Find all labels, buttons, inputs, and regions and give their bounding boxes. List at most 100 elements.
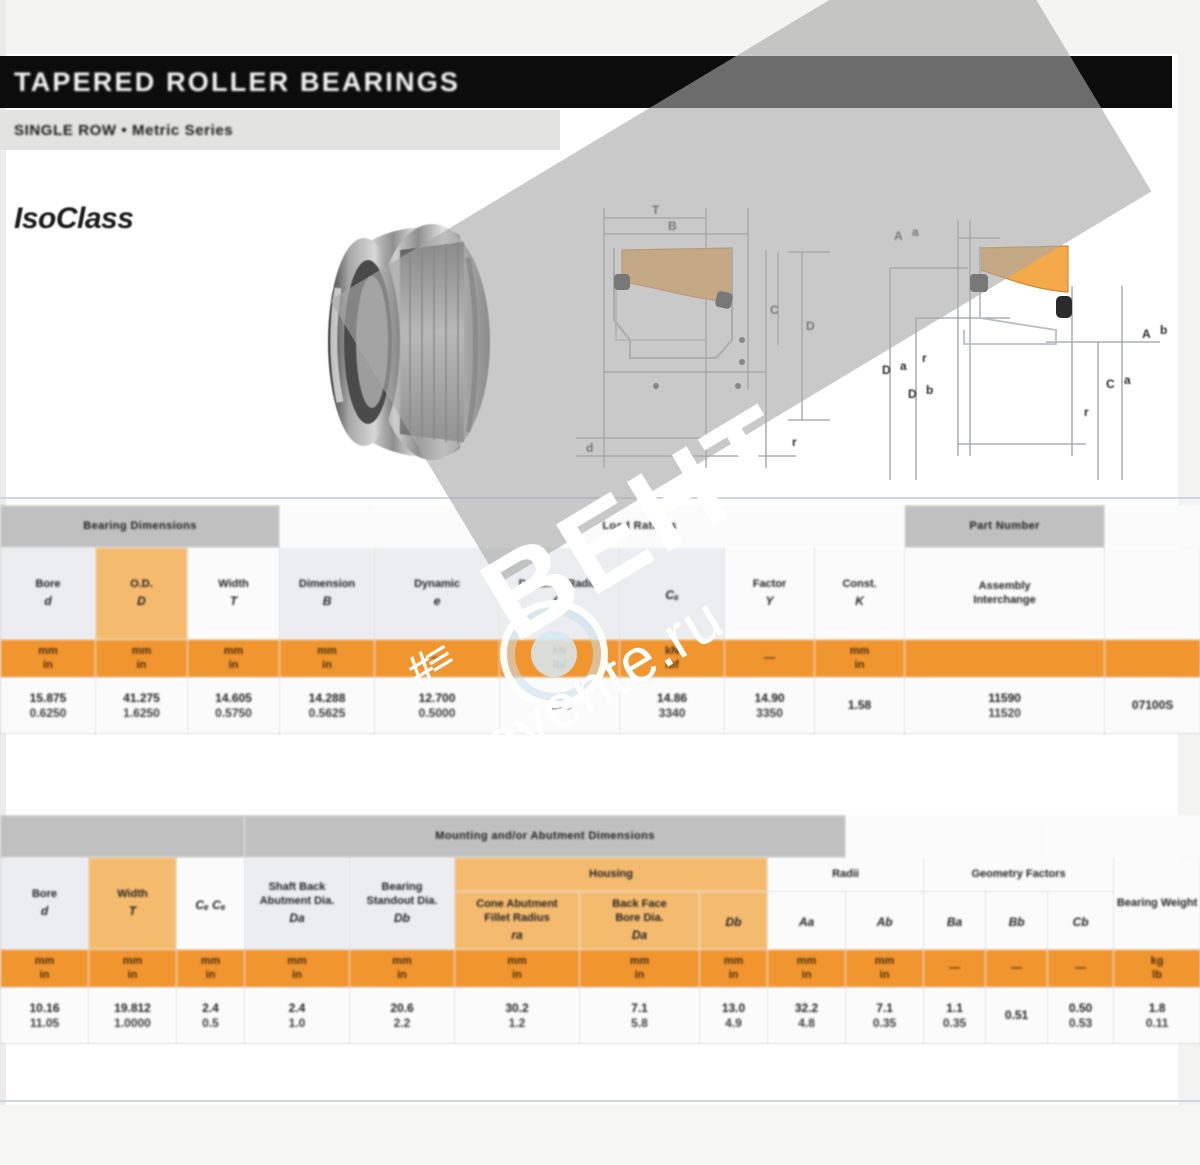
col-header-const-k: Const. K	[814, 547, 906, 640]
table-column-header-row: Bore d O.D. D Width T Dimension B Dynami…	[0, 547, 1200, 640]
data-cell-geom-cb: 0.50 0.53	[1047, 987, 1115, 1044]
data-cell-dynamic-axial: 14.86 3340	[619, 677, 726, 734]
col-header-assembly-interchange: Assembly Interchange	[904, 547, 1106, 640]
unit-cell: mm in	[766, 949, 847, 988]
svg-text:r: r	[922, 351, 927, 365]
unit-cell	[904, 639, 1106, 678]
unit-cell: kN lbf	[499, 639, 621, 678]
col-header-m-ce: Cₑ Cₑ	[176, 857, 245, 950]
subgroup-header-housing: Housing	[454, 857, 768, 892]
data-cell-radius-aa: 32.2 4.8	[766, 987, 847, 1044]
svg-text:D: D	[908, 387, 917, 401]
data-cell-extra: 07100S	[1104, 677, 1200, 734]
data-cell-housing-db: 13.0 4.9	[699, 987, 768, 1044]
data-cell-assembly: 11590 11520	[904, 677, 1106, 734]
svg-text:T: T	[652, 203, 660, 217]
col-header-bearing-standout: Bearing Standout Dia. Db	[349, 857, 455, 950]
table-row[interactable]: 15.875 0.6250 41.275 1.6250 14.605 0.575…	[0, 677, 1200, 734]
unit-cell: mm in	[244, 949, 350, 988]
group-header-spacer-2	[1104, 505, 1200, 548]
col-header-bearing-weight: Bearing Weight	[1113, 857, 1200, 950]
svg-text:d: d	[586, 441, 593, 455]
col-header-dynamic-radial: Dynamic Radial C₁	[499, 547, 621, 640]
unit-cell: mm in	[88, 949, 177, 988]
mounting-table-block: Mounting and/or Abutment Dimensions Bore…	[0, 815, 1200, 1044]
unit-cell: mm in	[95, 639, 188, 678]
col-header-m-bore: Bore d	[0, 857, 89, 950]
section-divider-bottom	[0, 1100, 1200, 1102]
col-header-shaft-back-abutment: Shaft Back Abutment Dia. Da	[244, 857, 350, 950]
table-subgroup-header-row: Bore d Width T Cₑ Cₑ Shaft Back Abutment…	[0, 857, 1200, 950]
table-group-header-row: Mounting and/or Abutment Dimensions	[0, 815, 1200, 858]
data-cell-const-k: 1.58	[814, 677, 906, 734]
data-cell-cone-fillet-radius: 30.2 1.2	[454, 987, 580, 1044]
group-header-mounting-abutment: Mounting and/or Abutment Dimensions	[243, 815, 847, 858]
col-header-m-width: Width T	[88, 857, 177, 950]
svg-text:A: A	[894, 229, 903, 243]
unit-cell: mm in	[814, 639, 906, 678]
bearing-cross-section-diagram: T B D C d r	[556, 190, 856, 490]
unit-cell: —	[1047, 949, 1115, 988]
data-cell-width: 14.605 0.5750	[186, 677, 281, 734]
svg-text:b: b	[926, 383, 933, 397]
unit-cell: —	[374, 639, 501, 678]
page-header-bar: TAPERED ROLLER BEARINGS	[0, 56, 1172, 108]
unit-cell: kN lbf	[619, 639, 726, 678]
col-header-radius-ab: Ab	[845, 891, 925, 950]
data-cell-bore: 15.875 0.6250	[0, 677, 96, 734]
unit-cell: mm in	[699, 949, 768, 988]
data-cell-dynamic-radial: 1.03	[499, 677, 621, 734]
dimensions-table-block: Bearing Dimensions Load Ratings Part Num…	[0, 505, 1200, 734]
col-header-radius-aa: Aa	[766, 891, 847, 950]
col-header-dimension-b: Dimension B	[279, 547, 376, 640]
units-row: mm in mm in mm in mm in mm in mm in mm i…	[0, 949, 1200, 988]
page-subtitle-bar: SINGLE ROW • Metric Series	[0, 110, 560, 150]
col-header-od: O.D. D	[95, 547, 188, 640]
unit-cell: mm in	[0, 949, 89, 988]
unit-cell: mm in	[349, 949, 455, 988]
unit-cell: mm in	[186, 639, 281, 678]
col-header-bore: Bore d	[0, 547, 96, 640]
page-title: TAPERED ROLLER BEARINGS	[14, 66, 461, 97]
svg-text:a: a	[900, 359, 907, 373]
table-row[interactable]: 10.16 11.05 19.812 1.0000 2.4 0.5 2.4 1.…	[0, 987, 1200, 1044]
svg-text:C: C	[770, 303, 779, 317]
unit-cell: —	[985, 949, 1049, 988]
col-header-housing-db: Db	[699, 891, 768, 950]
group-header-mount-spacer-2	[1047, 815, 1200, 858]
unit-cell: mm in	[845, 949, 925, 988]
unit-cell: —	[724, 639, 816, 678]
unit-cell: mm in	[279, 639, 376, 678]
data-cell-shaft-back-abutment: 2.4 1.0	[244, 987, 350, 1044]
units-row: mm in mm in mm in mm in — kN lbf kN lbf …	[0, 639, 1200, 678]
col-header-cone-fillet-radius: Cone Abutment Fillet Radius ra	[454, 891, 580, 950]
col-header-back-face-bore: Back Face Bore Dia. Da	[579, 891, 700, 950]
data-cell-bearing-standout: 20.6 2.2	[349, 987, 455, 1044]
data-cell-radius-ab: 7.1 0.35	[845, 987, 925, 1044]
group-header-part-number: Part Number	[904, 505, 1106, 548]
svg-text:a: a	[912, 225, 919, 239]
data-cell-geom-ba: 1.1 0.35	[923, 987, 987, 1044]
group-header-dimensions: Bearing Dimensions	[0, 505, 281, 548]
unit-cell: kg lb	[1113, 949, 1200, 988]
subgroup-header-geometry-factors: Geometry Factors	[923, 857, 1115, 892]
table-column-header-row: Cone Abutment Fillet Radius ra Back Face…	[1, 891, 1200, 950]
section-divider-top	[0, 497, 1200, 499]
bearing-dimensions-table: Bearing Dimensions Load Ratings Part Num…	[0, 505, 1200, 734]
group-header-load-ratings: Load Ratings	[374, 505, 906, 548]
group-header-mount-spacer-1	[845, 815, 1049, 858]
svg-text:a: a	[1124, 373, 1131, 387]
svg-text:B: B	[668, 219, 677, 233]
data-cell-od: 41.275 1.6250	[95, 677, 188, 734]
col-header-width: Width T	[186, 547, 281, 640]
unit-cell	[1104, 639, 1200, 678]
svg-text:D: D	[806, 319, 815, 333]
col-header-factor-y: Factor Y	[724, 547, 816, 640]
col-header-geom-cb: Cb	[1047, 891, 1115, 950]
unit-cell: —	[923, 949, 987, 988]
col-header-geom-bb: Bb	[985, 891, 1049, 950]
data-cell-m-bore: 10.16 11.05	[0, 987, 89, 1044]
svg-text:D: D	[882, 363, 891, 377]
